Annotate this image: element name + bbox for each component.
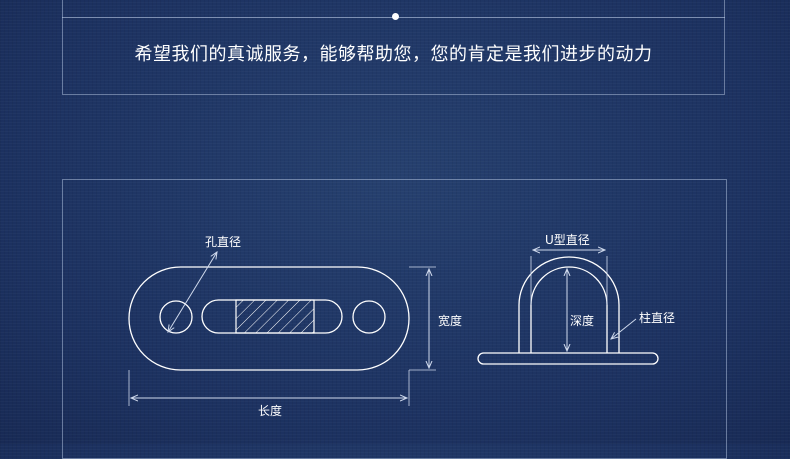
u-diameter-label: U型直径 [545,233,590,247]
depth-label: 深度 [570,313,594,328]
u-bolt-drawing: U型直径 深度 柱直径 [477,233,675,365]
width-label: 宽度 [438,313,462,328]
service-tagline: 希望我们的真诚服务，能够帮助您，您的肯定是我们进步的动力 [134,44,653,65]
oblong-plate-drawing: 孔直径 宽度 长度 [128,235,462,418]
left-hole [159,300,193,334]
base-plate [477,352,659,365]
post-diameter-label: 柱直径 [639,310,675,325]
hatched-section [235,299,315,334]
header-frame [62,0,725,95]
plate-outline [128,266,410,371]
hole-diameter-leader [168,252,217,332]
hole-diameter-label: 孔直径 [205,235,241,249]
u-inner-arc [530,266,608,353]
dimension-diagram: 孔直径 宽度 长度 U型直径 深度 柱直径 [128,233,675,418]
length-label: 长度 [258,403,282,418]
right-hole [352,300,386,334]
post-diameter-leader [611,318,637,339]
u-outer-arc [518,256,620,353]
header-dot [392,13,399,20]
